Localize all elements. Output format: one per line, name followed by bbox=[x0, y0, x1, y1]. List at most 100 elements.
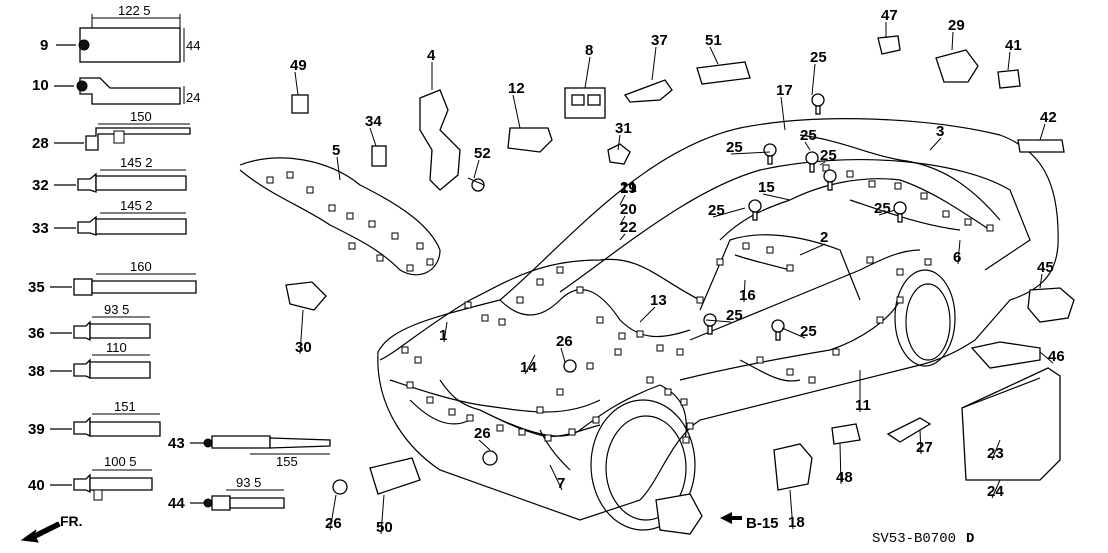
dimension: 122 5 bbox=[118, 3, 151, 18]
leader-line bbox=[919, 429, 922, 455]
callout-5: 5 bbox=[332, 142, 340, 159]
arrow-icon bbox=[20, 521, 61, 543]
callout-37: 37 bbox=[651, 32, 668, 49]
connector bbox=[756, 356, 764, 364]
callout-25: 25 bbox=[820, 147, 837, 164]
dimension: 151 bbox=[114, 399, 136, 414]
callout-47: 47 bbox=[881, 7, 898, 24]
connector bbox=[896, 296, 904, 304]
connector bbox=[568, 428, 576, 436]
dimension: 24 bbox=[186, 90, 200, 105]
leader-line bbox=[991, 439, 1001, 461]
callout-8: 8 bbox=[585, 42, 593, 59]
leader-line bbox=[617, 134, 621, 151]
diagram-code-suffix: D bbox=[966, 531, 974, 547]
connector bbox=[896, 268, 904, 276]
connector bbox=[266, 176, 274, 184]
car-body bbox=[377, 118, 1059, 531]
bolt bbox=[763, 143, 777, 157]
callout-7: 7 bbox=[557, 475, 565, 492]
leader-line bbox=[799, 243, 826, 256]
callout-49: 49 bbox=[290, 57, 307, 74]
clip-32: 32 145 2 bbox=[32, 155, 187, 194]
leader-line bbox=[730, 151, 771, 155]
dimension: 44 bbox=[186, 38, 200, 53]
connector bbox=[556, 388, 564, 396]
callout-12: 12 bbox=[508, 80, 525, 97]
leader-line bbox=[762, 193, 791, 201]
bolt bbox=[823, 169, 837, 183]
callout-25: 25 bbox=[726, 139, 743, 156]
leader-line bbox=[299, 309, 304, 355]
connector bbox=[464, 301, 472, 309]
clip-33: 33 145 2 bbox=[32, 198, 187, 237]
callout-48: 48 bbox=[836, 469, 853, 486]
connector bbox=[766, 246, 774, 254]
dimension: 155 bbox=[276, 454, 298, 469]
callout-27: 27 bbox=[916, 439, 933, 456]
leader-line bbox=[1007, 51, 1011, 71]
connector bbox=[614, 348, 622, 356]
harness-wires bbox=[239, 134, 1001, 471]
clip-list: 9 122 5 44 10 24 28 150 bbox=[28, 3, 331, 512]
leader-line bbox=[294, 71, 299, 96]
leader-line bbox=[619, 233, 626, 241]
callout-31: 31 bbox=[615, 120, 632, 137]
leader-line bbox=[478, 439, 491, 451]
leader-line bbox=[839, 443, 842, 485]
connector bbox=[742, 242, 750, 250]
connector bbox=[592, 416, 600, 424]
callout-24: 24 bbox=[987, 483, 1004, 500]
part-number: 39 bbox=[28, 421, 45, 438]
connector bbox=[656, 344, 664, 352]
callout-25: 25 bbox=[800, 323, 817, 340]
rear-wheel bbox=[894, 269, 956, 367]
bolt-shank bbox=[767, 155, 773, 165]
leader-line bbox=[584, 56, 591, 89]
callout-13: 13 bbox=[650, 292, 667, 309]
dimension: 110 bbox=[106, 340, 127, 355]
connector bbox=[556, 266, 564, 274]
connector bbox=[676, 348, 684, 356]
callout-4: 4 bbox=[427, 47, 436, 64]
bolt-shank bbox=[752, 211, 758, 221]
leader-line bbox=[524, 354, 536, 375]
leader-line bbox=[804, 141, 811, 151]
dimension: 145 2 bbox=[120, 198, 153, 213]
callout-45: 45 bbox=[1037, 259, 1054, 276]
leader-line bbox=[878, 209, 896, 216]
leader-line bbox=[781, 327, 806, 339]
callout-25: 25 bbox=[726, 307, 743, 324]
callout-41: 41 bbox=[1005, 37, 1022, 54]
connector bbox=[498, 318, 506, 326]
connector bbox=[786, 368, 794, 376]
leader-line bbox=[709, 46, 719, 65]
clip-28: 28 150 bbox=[32, 109, 191, 152]
part-number: 33 bbox=[32, 220, 49, 237]
leader-line bbox=[619, 215, 626, 226]
bolt bbox=[805, 151, 819, 165]
connector bbox=[646, 376, 654, 384]
callout-1: 1 bbox=[439, 327, 447, 344]
callout-11: 11 bbox=[855, 397, 871, 414]
callout-26: 26 bbox=[556, 333, 573, 350]
connector bbox=[868, 180, 876, 188]
part-number: 44 bbox=[168, 495, 185, 512]
callout-3: 3 bbox=[936, 123, 944, 140]
callout-21: 21 bbox=[620, 179, 637, 196]
leader-line bbox=[1039, 351, 1054, 364]
leader-line bbox=[560, 347, 566, 363]
part-number: 28 bbox=[32, 135, 49, 152]
connector bbox=[786, 264, 794, 272]
connector bbox=[544, 434, 552, 442]
leader-line bbox=[443, 321, 448, 343]
connector bbox=[964, 218, 972, 226]
connector bbox=[516, 296, 524, 304]
bolt bbox=[893, 201, 907, 215]
callout-25: 25 bbox=[800, 127, 817, 144]
leader-line bbox=[329, 494, 337, 531]
leader-line bbox=[380, 494, 385, 535]
connector bbox=[536, 406, 544, 414]
clip-40: 40 100 5 bbox=[28, 454, 153, 501]
